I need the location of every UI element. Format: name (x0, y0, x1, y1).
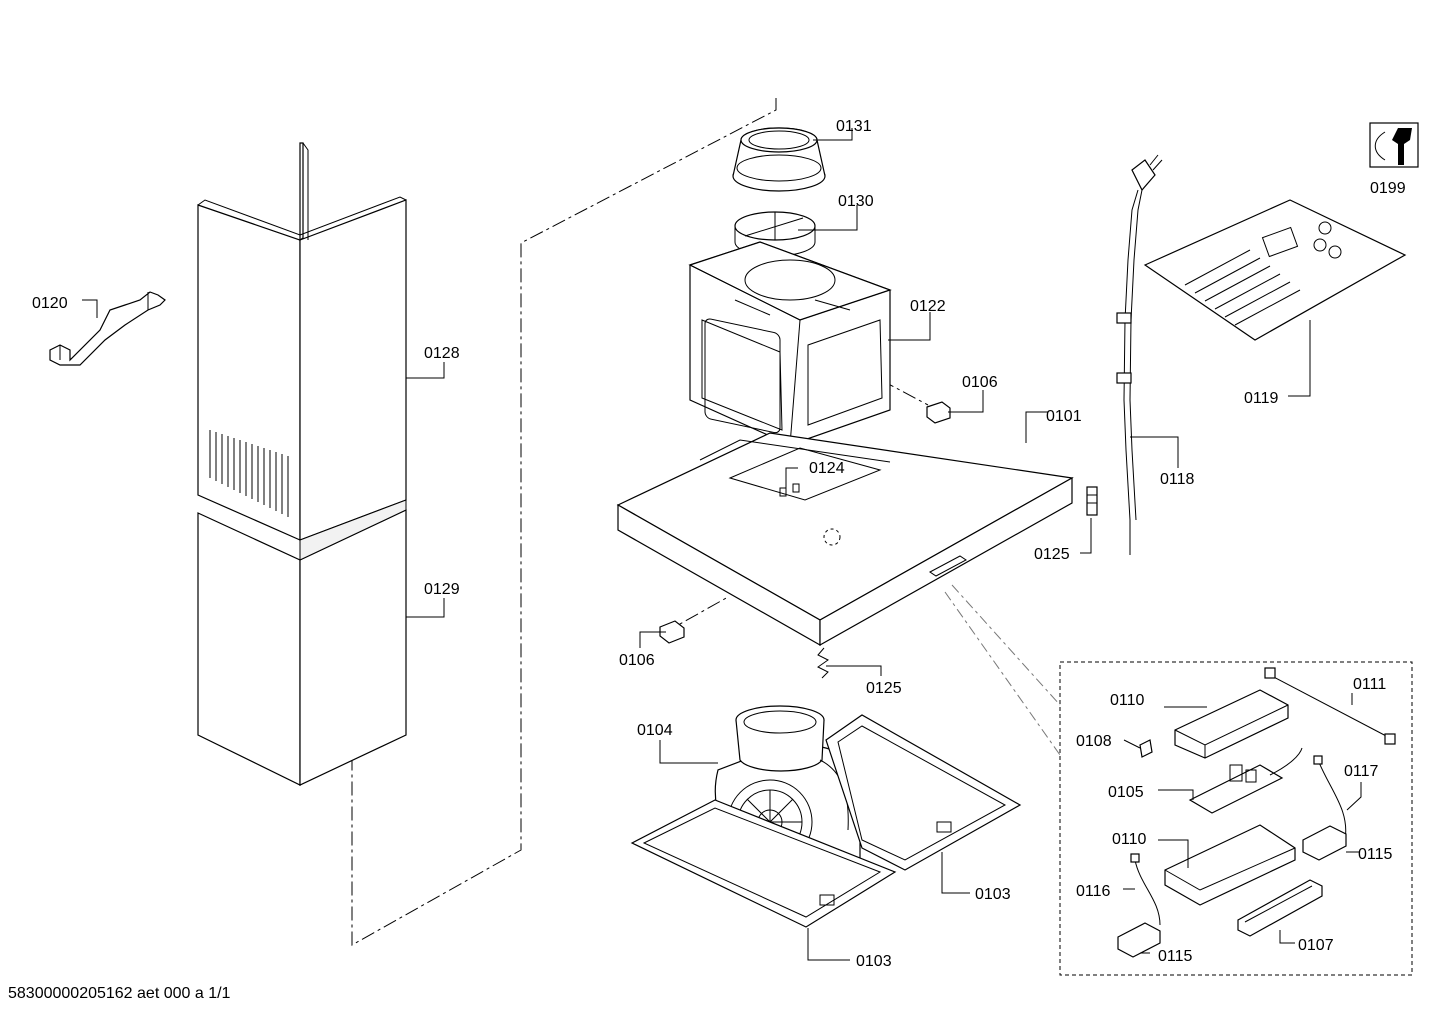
leader-lines (82, 128, 1362, 961)
wall-bracket-0120 (49, 291, 166, 366)
label-0106-upper: 0106 (962, 374, 998, 391)
lower-chimney-0129 (197, 499, 407, 786)
label-0103-right: 0103 (975, 886, 1011, 903)
wrench-icon (1369, 122, 1419, 168)
label-0116: 0116 (1076, 883, 1111, 900)
control-cover-0110-top (1174, 689, 1289, 759)
label-0122: 0122 (910, 298, 946, 315)
power-cord-0118 (1116, 154, 1163, 555)
wire-0116 (1130, 853, 1161, 926)
grease-filter-0103-left (630, 799, 897, 928)
label-0129: 0129 (424, 581, 460, 598)
switch-0115-right (1302, 825, 1347, 861)
document-id: 58300000205162 aet 000 a 1/1 (8, 985, 231, 1002)
label-0118: 0118 (1160, 471, 1195, 488)
label-0103-left: 0103 (856, 953, 892, 970)
electronics-inset (1059, 661, 1413, 976)
clip-0125-side (1086, 486, 1098, 516)
duct-ring-0131 (732, 127, 826, 192)
switch-0115-left (1117, 922, 1161, 958)
label-0199: 0199 (1370, 180, 1406, 197)
fan-housing-box-0122 (688, 241, 892, 446)
label-0131: 0131 (836, 118, 872, 135)
part-labels: 0131 0130 0122 0106 0101 0124 0125 0106 … (32, 118, 1406, 970)
grease-filter-0103-right (825, 714, 1022, 871)
label-0105: 0105 (1108, 784, 1144, 801)
label-0106-lower: 0106 (619, 652, 655, 669)
label-0115-right: 0115 (1358, 846, 1393, 863)
cover-cap-0106-right (926, 401, 951, 424)
clip-0125-bottom (817, 647, 829, 679)
upper-chimney-0128 (197, 142, 407, 541)
wire-0117 (1313, 755, 1347, 841)
label-0101: 0101 (1046, 408, 1082, 425)
label-0128: 0128 (424, 345, 460, 362)
label-0111: 0111 (1353, 676, 1386, 693)
label-0125-bottom: 0125 (866, 680, 902, 697)
accessory-bag-0119 (1143, 199, 1407, 341)
backflow-flap-0130 (734, 211, 816, 257)
hood-canopy-0101 (616, 432, 1074, 647)
label-0107: 0107 (1298, 937, 1334, 954)
control-panel-0107 (1237, 879, 1323, 937)
label-0110-upper: 0110 (1110, 692, 1145, 709)
label-0108: 0108 (1076, 733, 1112, 750)
label-0110-lower: 0110 (1112, 831, 1147, 848)
clip-0108 (1139, 739, 1153, 758)
control-housing-0110-bottom (1164, 824, 1296, 906)
label-0120: 0120 (32, 295, 68, 312)
label-0115-left: 0115 (1158, 948, 1193, 965)
label-0125-side: 0125 (1034, 546, 1070, 563)
circuit-board-0105 (1188, 747, 1303, 814)
label-0119: 0119 (1244, 390, 1279, 407)
label-0104: 0104 (637, 722, 673, 739)
label-0130: 0130 (838, 193, 874, 210)
ribbon-cable-0111 (1264, 667, 1396, 745)
label-0117: 0117 (1344, 763, 1379, 780)
label-0124: 0124 (809, 460, 845, 477)
cover-cap-0106-left (659, 620, 685, 644)
